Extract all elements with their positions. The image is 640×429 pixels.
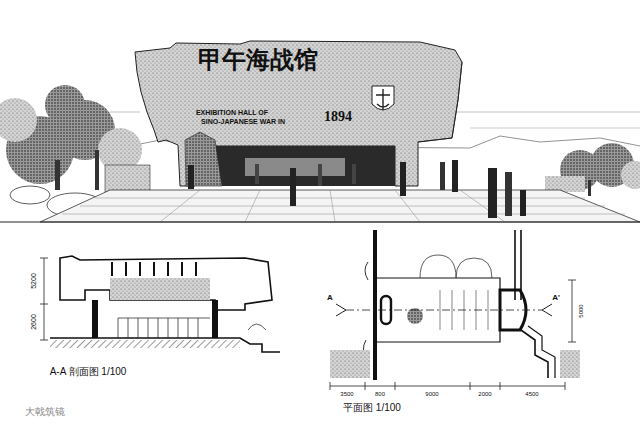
plaza-ground-part	[62, 198, 625, 214]
plan-dimension-lines	[330, 280, 576, 390]
human-figures-part	[400, 162, 406, 196]
dimension: 2600	[30, 313, 37, 331]
human-figures-part	[440, 162, 445, 190]
left-trees-part	[55, 160, 60, 190]
plan-drawing-part	[330, 350, 370, 378]
section-cut-line-part	[542, 304, 552, 316]
human-figures-part	[188, 165, 194, 189]
left-trees-part	[10, 186, 50, 204]
human-figures-part	[505, 172, 512, 216]
horizon-landscape-part	[110, 112, 140, 113]
exhibition-hall-facade-part	[135, 41, 462, 186]
section-mark: A	[327, 294, 333, 302]
horizon-landscape-part	[455, 112, 640, 113]
section-drawing-part	[112, 262, 196, 276]
section-drawing-part	[248, 324, 266, 330]
horizon-landscape-part	[470, 128, 640, 129]
section-drawing-part	[92, 300, 98, 338]
plaza-ground-part	[40, 190, 640, 222]
exhibition-hall-facade	[135, 41, 462, 186]
section-drawing-part	[60, 256, 272, 310]
section-cut-line	[336, 304, 552, 316]
facade-subtitle: SINO-JAPANESE WAR IN	[201, 118, 285, 125]
section-dimension-lines-part	[40, 258, 48, 259]
left-trees-part	[95, 150, 99, 190]
section-drawing	[50, 256, 280, 352]
right-trees	[545, 143, 640, 196]
section-dimension-lines	[40, 258, 48, 340]
section-dimension-lines-part	[40, 304, 48, 305]
exhibition-hall-facade-part	[418, 62, 462, 142]
facade-subtitle: EXHIBITION HALL OF	[196, 109, 268, 116]
human-figures-part	[452, 160, 458, 192]
dimension: 800	[374, 391, 386, 397]
plan-drawing-part	[373, 230, 377, 380]
plan-drawing-part	[521, 330, 548, 378]
section-dimension-lines-part	[40, 340, 48, 341]
exhibition-hall-facade-part	[372, 86, 394, 110]
plan-dimension-lines-part	[568, 280, 576, 342]
section-cut-line-part	[346, 310, 542, 311]
drawing-title: 平面图 1/100	[343, 403, 401, 413]
plan-drawing-part	[528, 326, 555, 378]
left-trees-part	[105, 165, 150, 192]
plaza-ground-part	[0, 222, 640, 223]
plan-drawing	[330, 230, 580, 380]
section-mark: A'	[552, 294, 560, 302]
section-cut-line-part	[336, 304, 346, 316]
dimension: 9000	[424, 391, 439, 397]
dimension: 2000	[477, 391, 492, 397]
dimension: 3500	[339, 391, 354, 397]
exhibition-hall-facade-part	[376, 89, 390, 110]
watermark: 大戟筑镜	[25, 407, 65, 417]
section-drawing-part	[118, 318, 210, 338]
plan-drawing-part	[560, 350, 580, 378]
plan-drawing-part	[363, 262, 368, 360]
human-figures-part	[352, 164, 356, 184]
human-figures-part	[255, 164, 259, 184]
section-drawing-part	[110, 278, 210, 300]
dimension: 5000	[578, 303, 584, 318]
right-trees-part	[621, 161, 640, 189]
plaza-ground-part	[160, 190, 505, 222]
plan-drawing-part	[515, 230, 521, 300]
section-drawing-part	[50, 338, 280, 352]
left-trees-part	[0, 98, 37, 142]
human-figures-part	[318, 164, 322, 186]
section-drawing-part	[212, 300, 218, 338]
plan-dimension-lines-part	[572, 280, 573, 342]
drawing-title: A-A 剖面图 1/100	[50, 367, 127, 377]
right-trees-part	[588, 180, 591, 196]
section-dimension-lines-part	[44, 258, 45, 340]
plan-drawing-part	[420, 255, 492, 278]
human-figures-part	[520, 190, 526, 216]
dimension: 5200	[30, 272, 37, 290]
dimension: 4500	[524, 391, 539, 397]
plaza-ground	[0, 190, 640, 222]
human-figures-part	[290, 168, 296, 206]
section-drawing-part	[50, 340, 240, 348]
human-figures-part	[488, 168, 497, 218]
left-trees-part	[45, 85, 85, 125]
human-figures	[188, 160, 526, 218]
facade-title: 甲午海战馆	[198, 48, 318, 72]
plan-dimension-lines-part	[330, 382, 565, 390]
facade-year: 1894	[324, 110, 352, 124]
